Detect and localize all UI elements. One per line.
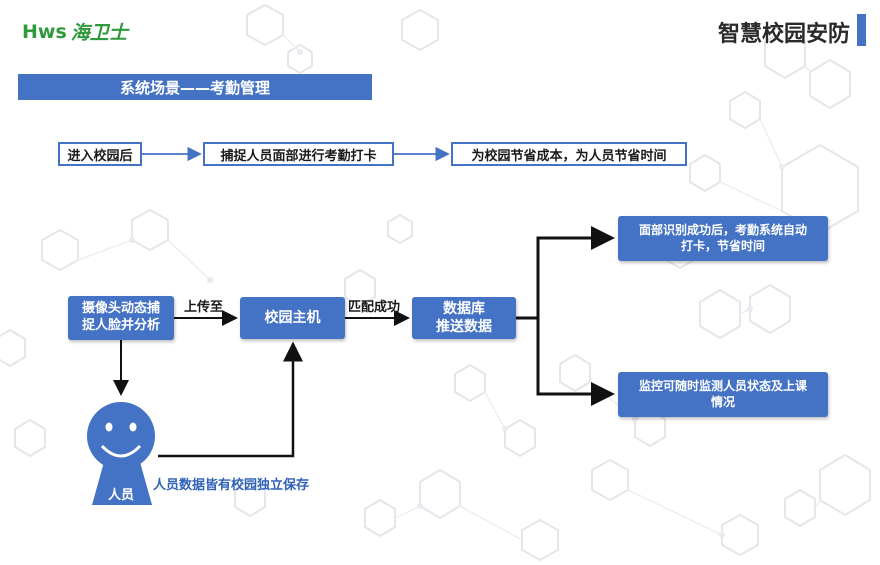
arrow-database-result-a xyxy=(536,226,615,318)
logo-chinese-text: 海卫士 xyxy=(70,22,128,44)
section-title: 系统场景——考勤管理 xyxy=(18,74,372,100)
flow-step-label: 进入校园后 xyxy=(67,148,133,164)
flow-step-label: 为校园节省成本，为人员节省时间 xyxy=(471,148,667,164)
flow-step-enter-campus: 进入校园后 xyxy=(58,142,142,166)
data-storage-note: 人员数据皆有校园独立保存 xyxy=(153,478,310,493)
flow-step-face-capture: 捕捉人员面部进行考勤打卡 xyxy=(203,142,394,166)
flow-step-label: 捕捉人员面部进行考勤打卡 xyxy=(220,148,377,164)
logo-latin-text: Hws xyxy=(22,20,67,43)
edge-label-upload: 上传至 xyxy=(184,300,224,315)
node-result-monitoring: 监控可随时监测人员状态及上课 情况 xyxy=(618,372,828,417)
node-result-auto-attendance: 面部识别成功后，考勤系统自动 打卡，节省时间 xyxy=(618,216,828,261)
edge-label-match: 匹配成功 xyxy=(348,300,401,315)
arrow-person-host xyxy=(158,341,303,458)
node-database: 数据库 推送数据 xyxy=(412,297,516,339)
person-head-icon xyxy=(87,402,155,470)
person-label: 人员 xyxy=(108,488,135,503)
page-brand-title: 智慧校园安防 xyxy=(717,22,850,47)
flow-step-save-cost: 为校园节省成本，为人员节省时间 xyxy=(451,142,687,166)
person-body xyxy=(92,462,152,505)
brand-logo: Hws 海卫士 xyxy=(22,18,128,45)
node-camera: 摄像头动态捕 捉人脸并分析 xyxy=(68,296,174,340)
arrow-database-result-b xyxy=(536,318,615,406)
node-campus-host: 校园主机 xyxy=(240,297,345,339)
title-accent-bar xyxy=(857,14,866,46)
